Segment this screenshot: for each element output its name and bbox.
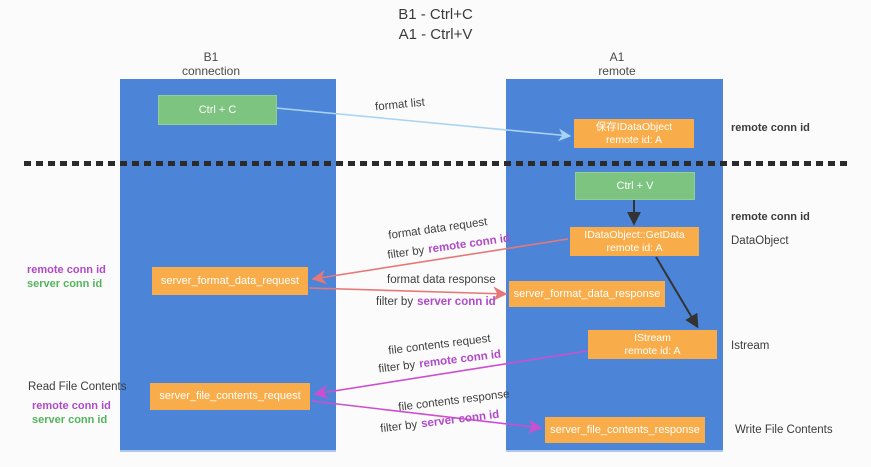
lane-header-a1: A1 remote — [557, 50, 677, 78]
node-server-format-data-request: server_format_data_request — [152, 267, 308, 295]
lane-a1-name: A1 — [609, 50, 625, 64]
label-format-data-response-text: format data response — [387, 274, 496, 286]
lane-a1-role: remote — [598, 64, 636, 78]
phase-separator-dashed-line — [24, 161, 847, 166]
remote-conn-id-term: remote conn id — [731, 211, 810, 223]
annotation-remote-conn-id-mid: remote conn id — [731, 211, 810, 223]
filter-by-text: filter by — [377, 359, 416, 376]
annotation-read-file-contents-text: Read File Contents — [28, 381, 127, 393]
node-file-response-label: server_file_contents_response — [550, 423, 700, 436]
node-ctrl-c-label: Ctrl + C — [198, 103, 237, 116]
node-ctrl-c: Ctrl + C — [158, 95, 277, 125]
lane-header-b1: B1 connection — [151, 50, 271, 78]
node-save-idataobject-subtitle: remote id: A — [605, 133, 663, 146]
node-save-idataobject-title: 保存IDataObject — [595, 120, 673, 133]
node-format-request-label: server_format_data_request — [160, 274, 300, 287]
annotation-read-file-contents: Read File Contents — [28, 381, 126, 393]
label-format-data-response: format data response — [387, 274, 496, 286]
node-server-file-contents-request: server_file_contents_request — [150, 383, 310, 410]
node-server-file-contents-response: server_file_contents_response — [545, 417, 705, 443]
node-istream-title: IStream — [634, 331, 671, 344]
annotation-left-conn-ids-top: remote conn id server conn id — [27, 263, 106, 291]
server-conn-id-term: server conn id — [420, 408, 500, 431]
filter-by-text: filter by — [376, 296, 414, 308]
label-format-list: format list — [375, 97, 426, 114]
arrow-format-data-response — [308, 286, 508, 301]
remote-conn-id-term: remote conn id — [27, 264, 106, 276]
remote-conn-id-term: remote conn id — [427, 232, 511, 256]
server-conn-id-term: server conn id — [27, 278, 103, 290]
annotation-istream: Istream — [731, 340, 769, 352]
node-getdata-title: IDataObject::GetData — [584, 228, 685, 241]
title-line-1: B1 - Ctrl+C — [398, 6, 473, 23]
label-format-list-text: format list — [374, 96, 426, 114]
server-conn-id-term: server conn id — [32, 414, 108, 426]
lane-b1-name: B1 — [203, 50, 219, 64]
node-ctrl-v: Ctrl + V — [575, 172, 695, 200]
diagram-title: B1 - Ctrl+C A1 - Ctrl+V — [0, 5, 871, 45]
annotation-left-conn-ids-bottom: remote conn id server conn id — [32, 399, 111, 427]
node-server-format-data-response: server_format_data_response — [509, 281, 665, 307]
filter-by-text: filter by — [386, 244, 426, 262]
lane-b1-role: connection — [181, 64, 241, 78]
annotation-write-file-contents-text: Write File Contents — [735, 424, 833, 436]
annotation-dataobject: DataObject — [731, 235, 789, 247]
remote-conn-id-term: remote conn id — [731, 122, 810, 134]
node-ctrl-v-label: Ctrl + V — [616, 179, 654, 192]
node-idataobject-getdata: IDataObject::GetData remote id: A — [570, 227, 699, 256]
annotation-remote-conn-id-top: remote conn id — [731, 122, 810, 134]
filter-by-text: filter by — [379, 418, 418, 436]
server-conn-id-term: server conn id — [417, 296, 496, 308]
node-file-request-label: server_file_contents_request — [159, 390, 301, 402]
annotation-write-file-contents: Write File Contents — [735, 424, 833, 436]
remote-conn-id-term: remote conn id — [32, 400, 111, 412]
node-istream-subtitle: remote id: A — [624, 344, 681, 357]
node-format-response-label: server_format_data_response — [513, 287, 661, 300]
node-getdata-subtitle: remote id: A — [606, 241, 663, 254]
annotation-dataobject-text: DataObject — [731, 235, 789, 247]
title-line-2: A1 - Ctrl+V — [398, 26, 473, 43]
node-save-idataobject: 保存IDataObject remote id: A — [574, 119, 694, 148]
node-istream: IStream remote id: A — [588, 330, 717, 359]
annotation-istream-text: Istream — [731, 340, 770, 352]
